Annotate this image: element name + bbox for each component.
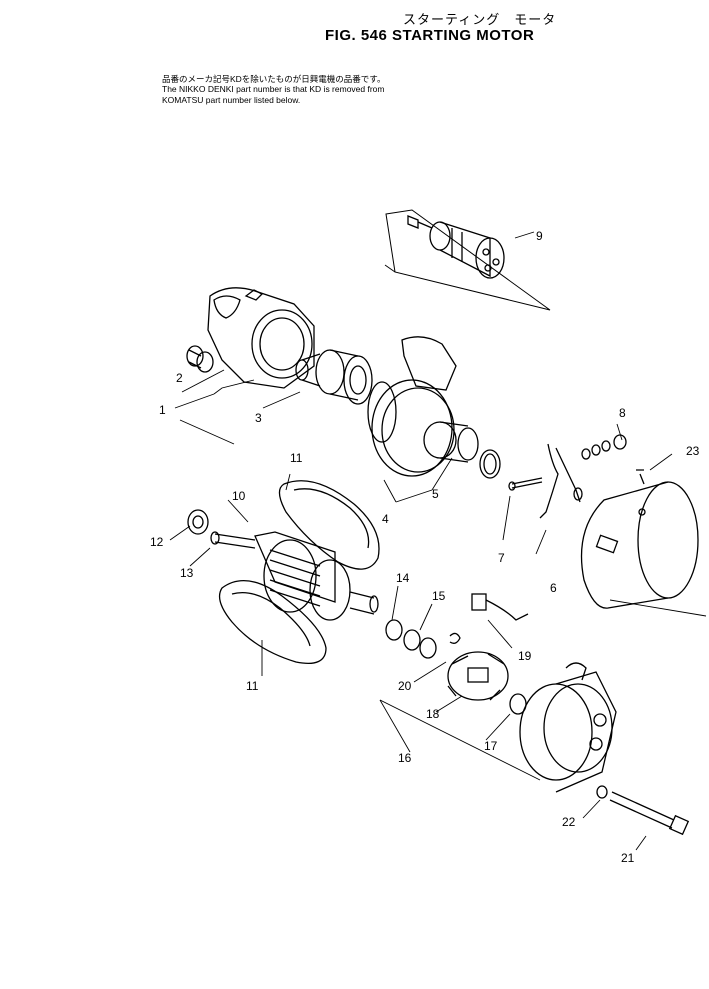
callout-18: 18: [426, 707, 440, 721]
field-coil-upper-part: [278, 480, 380, 570]
callout-1: 1: [159, 403, 166, 417]
figure-title-japanese: スターティング モータ: [403, 13, 557, 28]
washer-part-15a: [403, 629, 421, 651]
callout-3: 3: [255, 411, 262, 425]
front-housing-part: [207, 287, 315, 389]
callout-14: 14: [396, 571, 410, 585]
figure-title: FIG. 546 STARTING MOTOR: [325, 27, 535, 44]
note-line-2: KOMATSU part number listed below.: [162, 95, 301, 105]
rear-housing-part: [519, 662, 617, 793]
callout-23: 23: [686, 444, 700, 458]
callout-numbers: 1 2 3 4 5 6 7 8 9 10 11 11 12 13 14 15 1…: [150, 229, 700, 865]
callout-22: 22: [562, 815, 576, 829]
washer-part-14: [385, 619, 403, 641]
leader-lines: [169, 231, 707, 851]
note-line-1: The NIKKO DENKI part number is that KD i…: [162, 84, 385, 94]
yoke-part: [580, 469, 699, 609]
callout-17: 17: [484, 739, 498, 753]
callout-11-bottom: 11: [246, 679, 259, 693]
callout-19: 19: [518, 649, 532, 663]
center-bracket-part: [371, 336, 501, 479]
field-coil-lower-part: [218, 580, 327, 665]
callout-16: 16: [398, 751, 412, 765]
callout-7: 7: [498, 551, 505, 565]
callout-20: 20: [398, 679, 412, 693]
bushing-part: [186, 345, 214, 373]
callout-12: 12: [150, 535, 164, 549]
callout-13: 13: [180, 566, 194, 580]
callout-9: 9: [536, 229, 543, 243]
washer-part-15b: [419, 637, 437, 659]
magnetic-switch-part: [385, 209, 551, 311]
callout-4: 4: [382, 512, 389, 526]
callout-21: 21: [621, 851, 635, 865]
callout-5: 5: [432, 487, 439, 501]
callout-2: 2: [176, 371, 183, 385]
pinion-clutch-part: [295, 349, 373, 405]
callout-11-top: 11: [290, 451, 303, 465]
callout-6: 6: [550, 581, 557, 595]
callout-10: 10: [232, 489, 246, 503]
o-ring-part: [367, 381, 397, 443]
brush-holder-part: [447, 651, 509, 701]
note-japanese: 品番のメーカ記号KDを除いたものが日興電機の品番です。: [162, 74, 386, 84]
terminal-lead-part: [449, 593, 529, 644]
callout-15: 15: [432, 589, 446, 603]
washer-part-12: [187, 509, 209, 535]
lever-part: [508, 434, 627, 519]
callout-8: 8: [619, 406, 626, 420]
armature-part: [210, 531, 379, 621]
through-bolt-part: [596, 785, 690, 836]
